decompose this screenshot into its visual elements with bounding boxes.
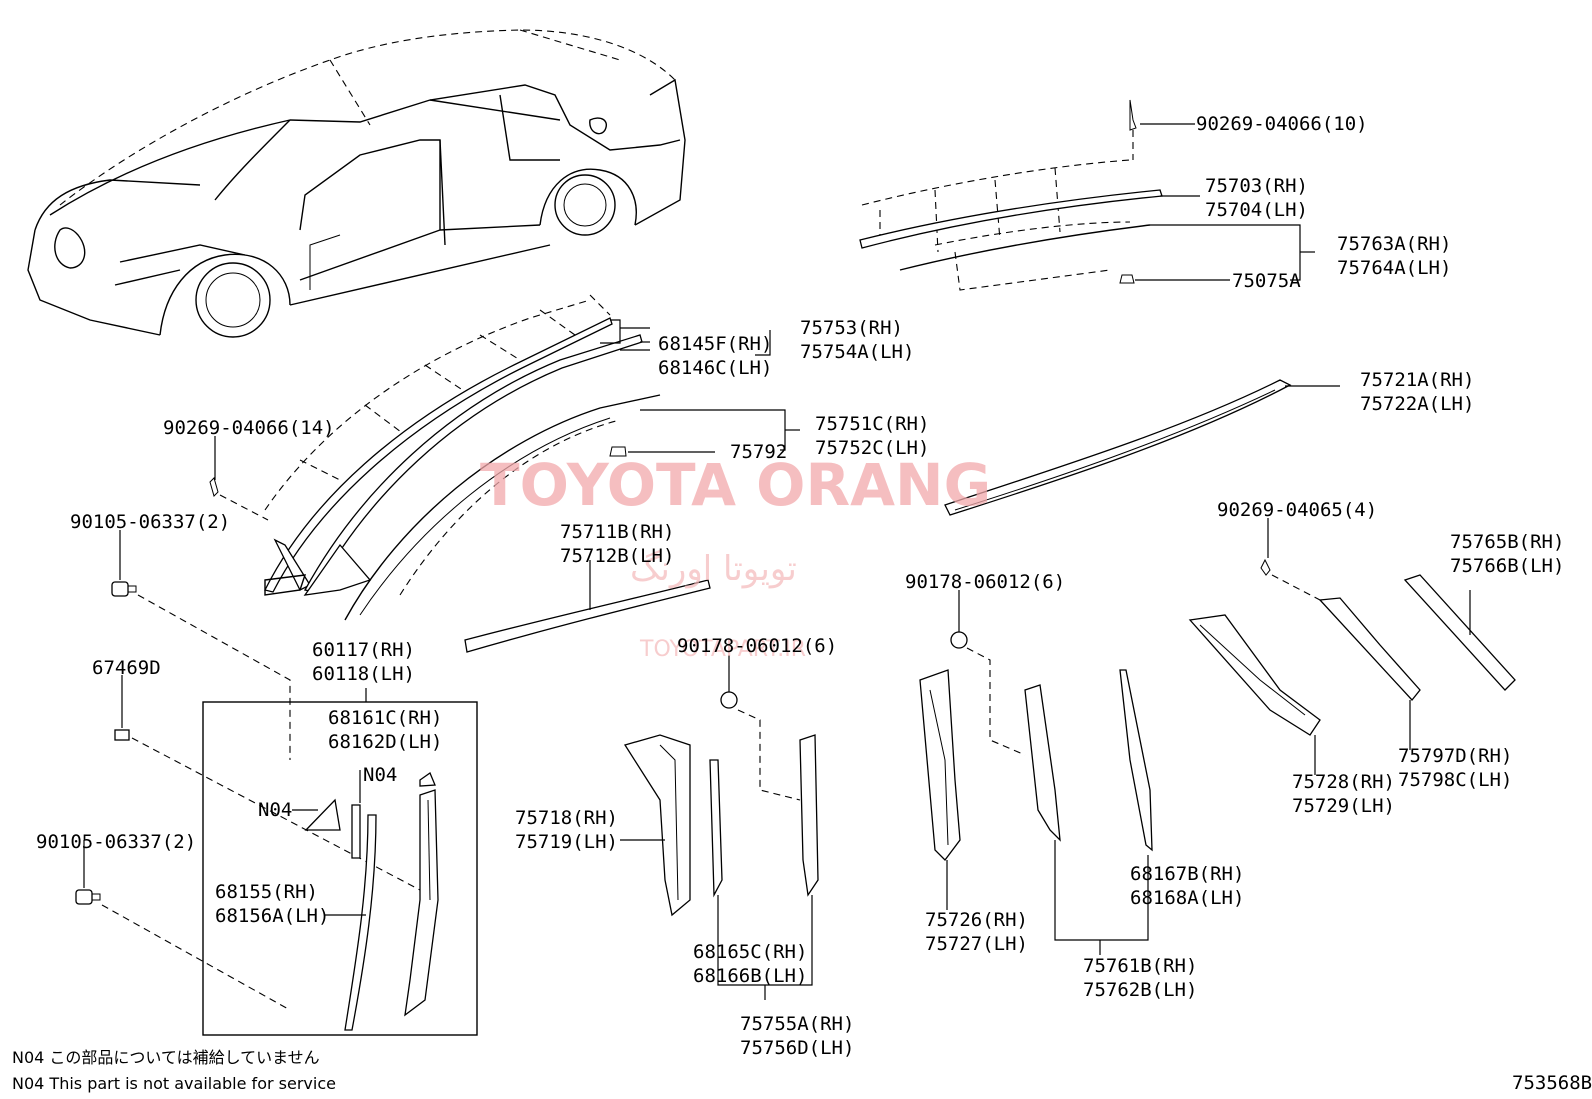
label-75728: 75728(RH): [1292, 771, 1395, 793]
label-67469d: 67469D: [92, 657, 161, 679]
watermark-persian: تویوتا اورنگ: [630, 549, 797, 589]
label-68161c: 68161C(RH): [328, 707, 442, 729]
label-90105-06337-b: 90105-06337(2): [36, 831, 196, 853]
note-japanese: N04 この部品については補給していません: [12, 1048, 320, 1067]
label-90269-04065: 90269-04065(4): [1217, 499, 1377, 521]
label-75711b: 75711B(RH): [560, 521, 674, 543]
label-68155: 68155(RH): [215, 881, 318, 903]
watermark-site: TOYOTAPART.IR: [639, 637, 806, 662]
label-68146c: 68146C(LH): [658, 357, 772, 379]
label-90105-06337-a: 90105-06337(2): [70, 511, 230, 533]
label-90178-06012-a: 90178-06012(6): [905, 571, 1065, 593]
part-labels: 90269-04066(10) 75703(RH) 75704(LH) 7576…: [36, 113, 1564, 1059]
label-n04-a: N04: [363, 764, 397, 786]
label-75798c: 75798C(LH): [1398, 769, 1512, 791]
label-75721a: 75721A(RH): [1360, 369, 1474, 391]
label-75726: 75726(RH): [925, 909, 1028, 931]
label-75763a: 75763A(RH): [1337, 233, 1451, 255]
car-illustration: [27, 29, 686, 338]
label-68166b: 68166B(LH): [693, 965, 807, 987]
label-75727: 75727(LH): [925, 933, 1028, 955]
roof-molding-group: [859, 99, 1315, 291]
door-detail-box: [202, 688, 478, 1036]
label-75729: 75729(LH): [1292, 795, 1395, 817]
footer-notes: N04 この部品については補給していません N04 This part is n…: [12, 1048, 1592, 1094]
label-75764a: 75764A(LH): [1337, 257, 1451, 279]
label-75762b: 75762B(LH): [1083, 979, 1197, 1001]
label-68168a: 68168A(LH): [1130, 887, 1244, 909]
label-75703: 75703(RH): [1205, 175, 1308, 197]
label-75722a: 75722A(LH): [1360, 393, 1474, 415]
diagram-id: 753568B: [1512, 1072, 1592, 1094]
label-75755a: 75755A(RH): [740, 1013, 854, 1035]
label-60118: 60118(LH): [312, 663, 415, 685]
label-75761b: 75761B(RH): [1083, 955, 1197, 977]
label-n04-b: N04: [258, 799, 292, 821]
label-90178-06012-b: 90178-06012(6): [677, 635, 837, 657]
label-75704: 75704(LH): [1205, 199, 1308, 221]
label-75766b: 75766B(LH): [1450, 555, 1564, 577]
belt-molding-group: [464, 379, 1340, 653]
door-frame-molding-group: [264, 294, 800, 621]
label-75753: 75753(RH): [800, 317, 903, 339]
label-75075a: 75075A: [1232, 270, 1301, 292]
label-75756d: 75756D(LH): [740, 1037, 854, 1059]
label-75765b: 75765B(RH): [1450, 531, 1564, 553]
fastener-group: [75, 436, 1321, 1011]
note-english: N04 This part is not available for servi…: [12, 1074, 336, 1093]
label-90269-04066-10: 90269-04066(10): [1196, 113, 1368, 135]
label-68167b: 68167B(RH): [1130, 863, 1244, 885]
label-75751c: 75751C(RH): [815, 413, 929, 435]
label-68156a: 68156A(LH): [215, 905, 329, 927]
label-75754a: 75754A(LH): [800, 341, 914, 363]
label-68165c: 68165C(RH): [693, 941, 807, 963]
label-60117: 60117(RH): [312, 639, 415, 661]
label-68162d: 68162D(LH): [328, 731, 442, 753]
label-75712b: 75712B(LH): [560, 545, 674, 567]
label-90269-04066-14: 90269-04066(14): [163, 417, 335, 439]
watermark: TOYOTA ORANG تویوتا اورنگ TOYOTAPART.IR: [480, 451, 991, 662]
watermark-title: TOYOTA ORANG: [480, 451, 991, 519]
label-75797d: 75797D(RH): [1398, 745, 1512, 767]
label-68145f: 68145F(RH): [658, 333, 772, 355]
label-75718: 75718(RH): [515, 807, 618, 829]
label-75792: 75792: [730, 441, 787, 463]
label-75719: 75719(LH): [515, 831, 618, 853]
pillar-garnish-group: [620, 574, 1516, 1000]
label-75752c: 75752C(LH): [815, 437, 929, 459]
